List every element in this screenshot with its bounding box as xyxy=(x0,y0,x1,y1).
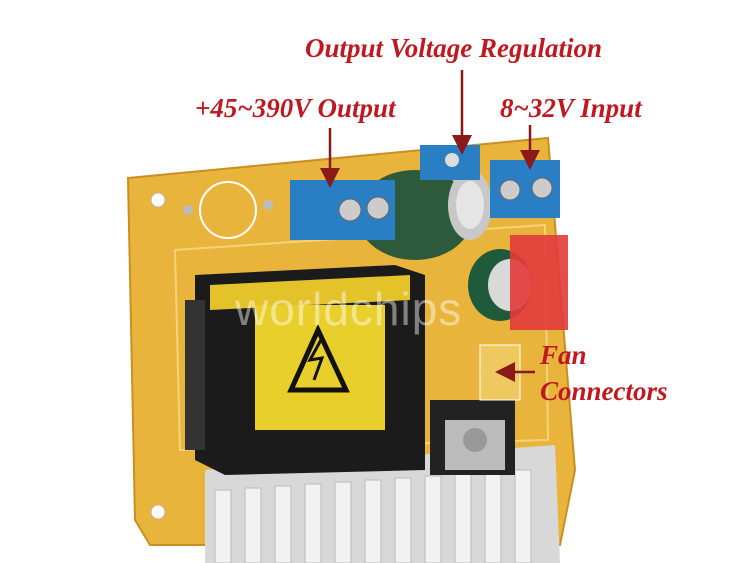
heatsink xyxy=(205,445,560,563)
output-terminal-block xyxy=(290,180,395,240)
watermark: worldchips xyxy=(235,283,463,335)
voltage-potentiometer xyxy=(420,145,480,180)
label-input: 8~32V Input xyxy=(500,93,642,123)
mount-hole xyxy=(150,192,166,208)
input-terminal-block xyxy=(490,160,560,218)
mount-hole xyxy=(150,504,166,520)
transformer xyxy=(185,265,425,475)
label-output: +45~390V Output xyxy=(195,93,396,123)
label-connectors: Connectors xyxy=(540,376,668,406)
label-fan: Fan xyxy=(540,340,587,370)
label-output-voltage-regulation: Output Voltage Regulation xyxy=(305,33,603,63)
fuse xyxy=(510,235,568,330)
